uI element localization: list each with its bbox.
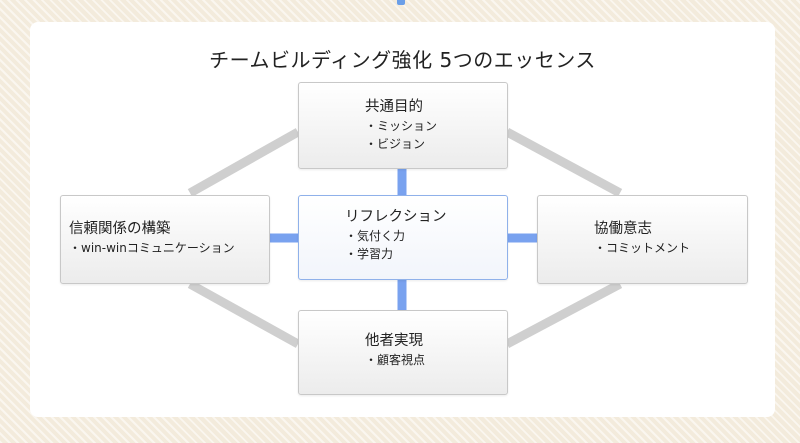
diagram-title: チームビルディング強化 5つのエッセンス [209,48,596,72]
connector-bottom-left [187,280,301,348]
box-shared-purpose-item: ・ミッション [365,119,438,133]
connector-bottom-right [504,280,623,348]
connector-lines [187,128,623,348]
box-reflection-title: リフレクション [345,209,447,225]
box-others-realization: 他者実現 ・顧客視点 [298,310,508,395]
box-collaborative-will-item: ・コミットメント [594,241,691,255]
box-others-realization-title: 他者実現 [365,333,423,349]
box-collaborative-will: 協働意志 ・コミットメント [537,195,748,284]
box-trust-building: 信頼関係の構築 ・win-winコミュニケーション [60,195,270,284]
box-shared-purpose: 共通目的 ・ミッション ・ビジョン [298,82,508,169]
box-collaborative-will-title: 協働意志 [594,221,652,237]
diagram-panel: チームビルディング強化 5つのエッセンス 共通目的 ・ミッション ・ビジョン 信… [30,22,775,417]
box-reflection-item: ・学習力 [345,247,394,261]
box-trust-building-title: 信頼関係の構築 [69,221,171,237]
box-reflection-item: ・気付く力 [345,229,406,243]
box-reflection: リフレクション ・気付く力 ・学習力 [298,195,508,280]
top-marker [397,0,405,5]
connector-top-right [504,128,623,197]
box-shared-purpose-item: ・ビジョン [365,137,426,151]
box-others-realization-item: ・顧客視点 [365,353,426,367]
box-shared-purpose-title: 共通目的 [365,99,423,115]
box-trust-building-item: ・win-winコミュニケーション [69,241,235,255]
connector-top-left [187,128,301,197]
